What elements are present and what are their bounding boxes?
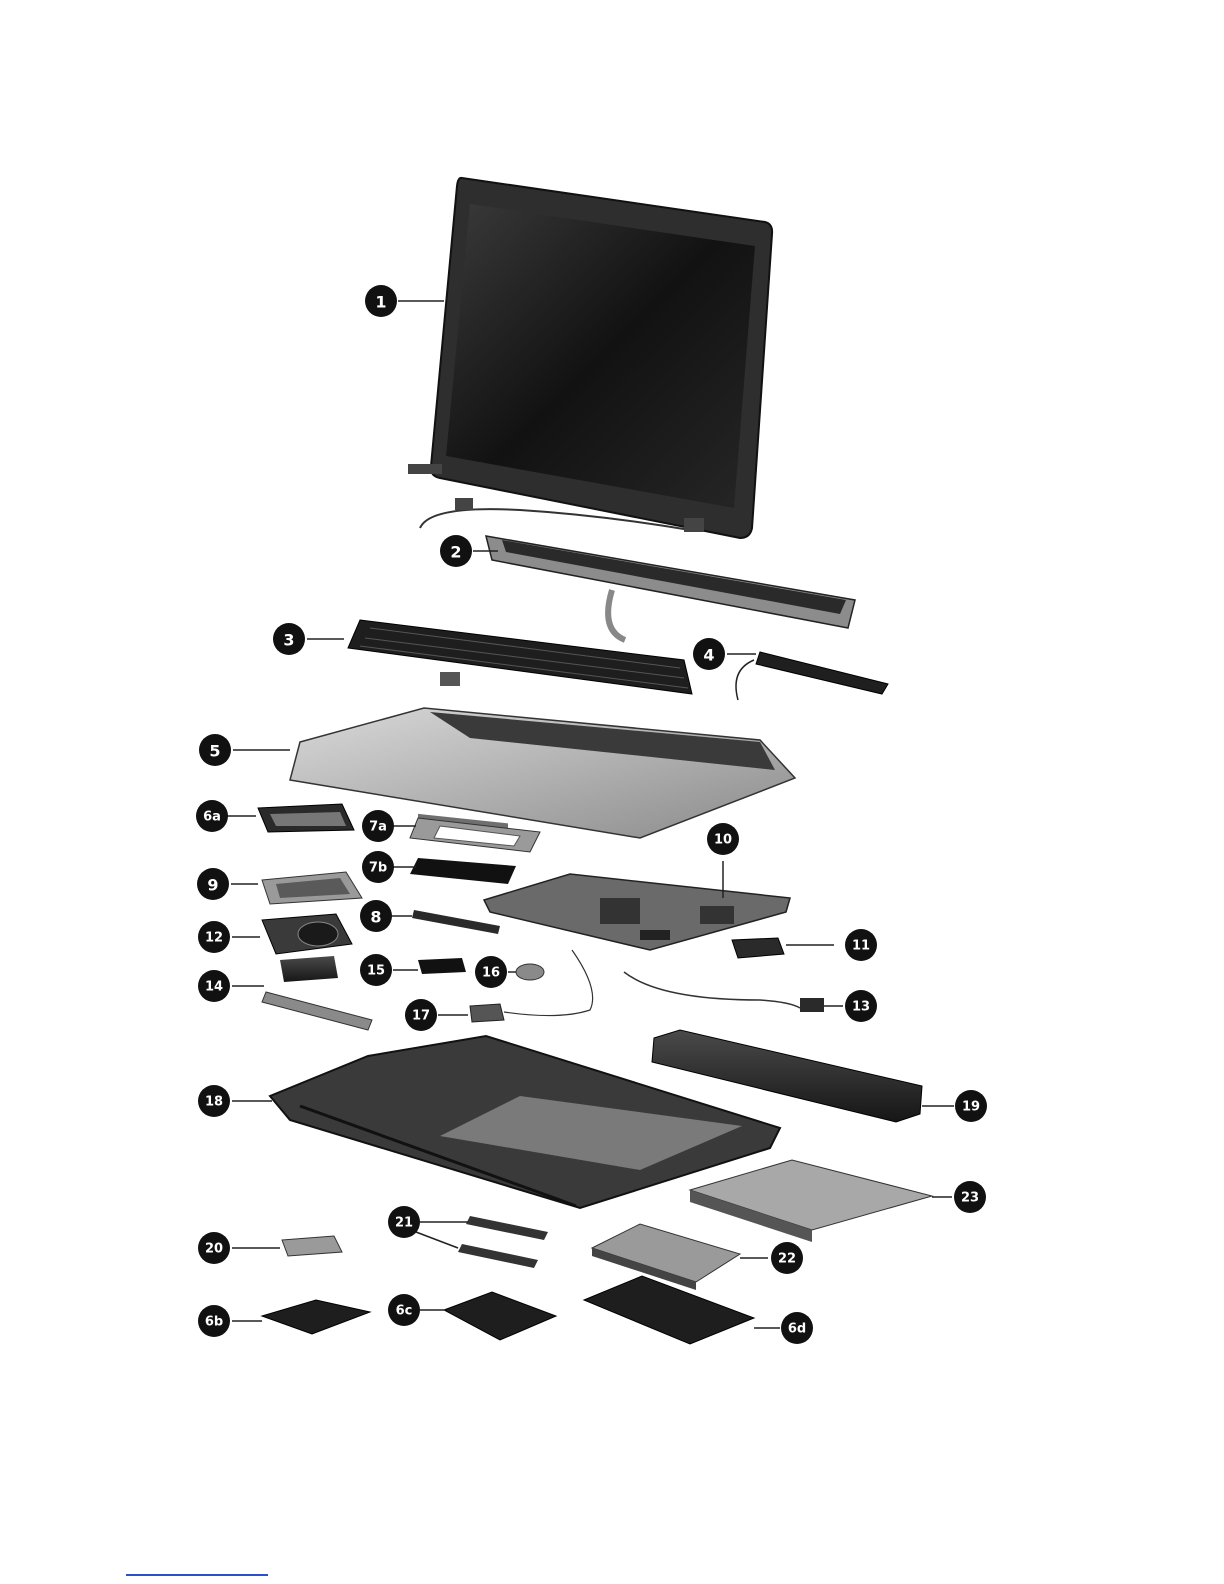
cover-6a-part <box>258 804 354 832</box>
callout-7b-label: 7b <box>369 861 387 876</box>
callout-19-label: 19 <box>962 1100 980 1115</box>
door-6b-part <box>262 1300 370 1334</box>
memory-21-part <box>458 1216 548 1268</box>
callout-16: 16 <box>475 956 507 988</box>
connector-board-11-part <box>732 938 784 958</box>
module-9-part <box>262 872 362 904</box>
cable-13-part <box>624 972 824 1012</box>
callout-14: 14 <box>198 970 230 1002</box>
callout-8-label: 8 <box>370 908 381 927</box>
callout-18: 18 <box>198 1085 230 1117</box>
callout-6d: 6d <box>781 1312 813 1344</box>
callout-3-label: 3 <box>283 631 294 650</box>
display-assembly-part <box>408 178 772 538</box>
callout-6a: 6a <box>196 800 228 832</box>
callout-17-label: 17 <box>412 1009 430 1024</box>
callout-6b-label: 6b <box>205 1315 223 1330</box>
callout-1-label: 1 <box>375 293 386 312</box>
touchpad-7b-part <box>410 858 516 884</box>
callout-8: 8 <box>360 900 392 932</box>
callout-6c-label: 6c <box>396 1304 413 1319</box>
callout-2: 2 <box>440 535 472 567</box>
callout-14-label: 14 <box>205 980 223 995</box>
callout-5: 5 <box>199 734 231 766</box>
callout-6d-label: 6d <box>788 1322 806 1337</box>
heat-sink-14-part <box>262 956 372 1030</box>
callout-9-label: 9 <box>207 876 218 895</box>
system-board-part <box>484 874 790 950</box>
callout-10-label: 10 <box>714 833 732 848</box>
optical-drive-23-part <box>690 1160 932 1242</box>
callout-15: 15 <box>360 954 392 986</box>
callout-7a: 7a <box>362 810 394 842</box>
callout-20: 20 <box>198 1232 230 1264</box>
callout-23: 23 <box>954 1181 986 1213</box>
callout-6b: 6b <box>198 1305 230 1337</box>
callout-4-label: 4 <box>703 646 714 665</box>
callout-6c: 6c <box>388 1294 420 1326</box>
callout-9: 9 <box>197 868 229 900</box>
callout-2-label: 2 <box>450 543 461 562</box>
callout-6a-label: 6a <box>203 810 221 825</box>
callout-1: 1 <box>365 285 397 317</box>
chip-15-part <box>418 958 466 974</box>
callout-7b: 7b <box>362 851 394 883</box>
callout-3: 3 <box>273 623 305 655</box>
keyboard-part <box>348 620 692 694</box>
callout-13-label: 13 <box>852 1000 870 1015</box>
rtc-battery-16-part <box>516 964 544 980</box>
door-6c-part <box>444 1292 556 1340</box>
callout-20-label: 20 <box>205 1242 223 1257</box>
switch-cover-part <box>486 536 855 640</box>
callout-22-label: 22 <box>778 1252 796 1267</box>
callout-18-label: 18 <box>205 1095 223 1110</box>
callout-16-label: 16 <box>482 966 500 981</box>
callout-23-label: 23 <box>961 1191 979 1206</box>
hard-drive-22-part <box>592 1224 740 1290</box>
door-6d-part <box>584 1276 754 1344</box>
callout-7a-label: 7a <box>369 820 387 835</box>
callout-4: 4 <box>693 638 725 670</box>
card-20-part <box>282 1236 342 1256</box>
callout-12-label: 12 <box>205 931 223 946</box>
callout-19: 19 <box>955 1090 987 1122</box>
callout-22: 22 <box>771 1242 803 1274</box>
callout-17: 17 <box>405 999 437 1031</box>
footer-link-underline[interactable] <box>126 1574 268 1576</box>
callout-21-label: 21 <box>395 1216 413 1231</box>
speaker-part <box>736 652 888 700</box>
callout-13: 13 <box>845 990 877 1022</box>
callout-21: 21 <box>388 1206 420 1238</box>
callout-10: 10 <box>707 823 739 855</box>
callout-11-label: 11 <box>852 939 870 954</box>
callout-11: 11 <box>845 929 877 961</box>
callout-12: 12 <box>198 921 230 953</box>
callout-15-label: 15 <box>367 964 385 979</box>
fan-12-part <box>262 914 352 954</box>
callout-5-label: 5 <box>209 742 220 761</box>
strip-8-part <box>412 910 500 934</box>
